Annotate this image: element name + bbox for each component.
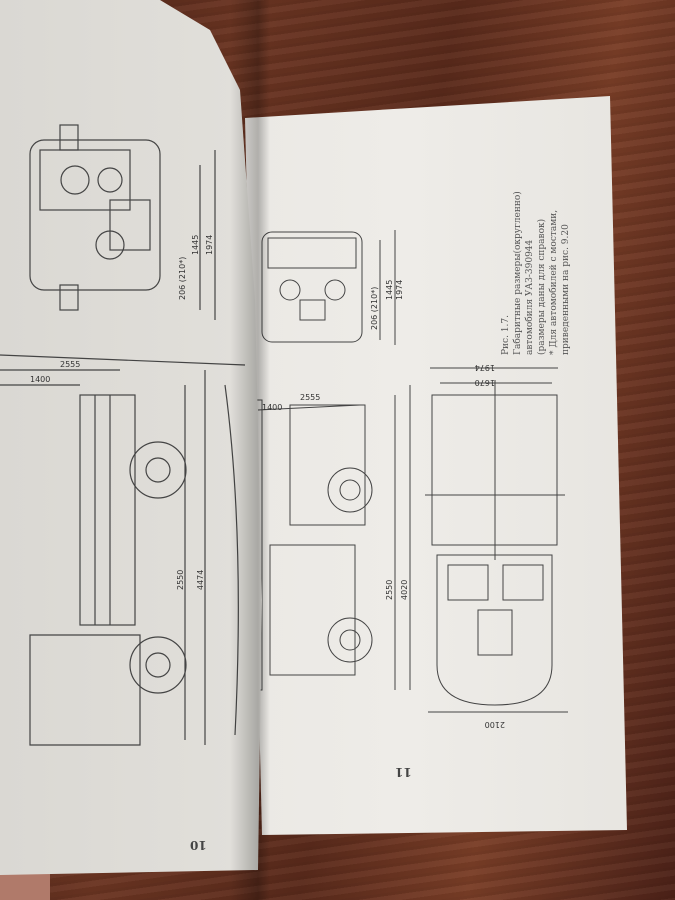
dim-right-overhang: 1400	[262, 403, 282, 412]
dim-right-width: 1974	[395, 280, 404, 300]
caption-line: (размеры даны для справок)	[537, 218, 547, 355]
page-number-right: 11	[395, 765, 412, 779]
front-view	[0, 124, 246, 366]
caption-figure-number: Рис. 1.7.	[501, 315, 511, 355]
dim-right-track: 1670	[475, 378, 495, 387]
dim-left-width: 1974	[205, 235, 214, 255]
dim-left-clearance: 206 (210*)	[178, 257, 187, 300]
dim-right-rear: 2555	[300, 393, 320, 402]
side-view	[0, 369, 239, 746]
dim-right-overall-width: 2100	[485, 720, 505, 729]
dim-right-length: 4020	[400, 580, 409, 600]
figure-caption: Рис. 1.7. Габаритные размеры(округленно)…	[500, 110, 572, 355]
dim-left-length: 4474	[196, 570, 205, 590]
caption-line: автомобиля УАЗ-390944	[525, 239, 535, 355]
caption-line: приведенными на рис. 9.20	[561, 224, 571, 355]
dim-right-top-width: 1974	[475, 363, 495, 372]
dim-left-height: 1445	[191, 235, 200, 255]
page-number-left: 10	[190, 838, 207, 852]
top-view	[425, 367, 568, 713]
dim-left-overhang: 1400	[30, 375, 50, 384]
dim-right-wheelbase: 2550	[385, 580, 394, 600]
dim-right-height: 1445	[385, 280, 394, 300]
dim-right-clearance: 206 (210*)	[370, 287, 379, 330]
dim-left-wheelbase: 2550	[176, 570, 185, 590]
front-view	[261, 230, 396, 345]
caption-line: Габаритные размеры(округленно)	[513, 191, 523, 355]
caption-line: * Для автомобилей с мостами,	[549, 209, 559, 355]
dim-left-rear: 2555	[60, 360, 80, 369]
